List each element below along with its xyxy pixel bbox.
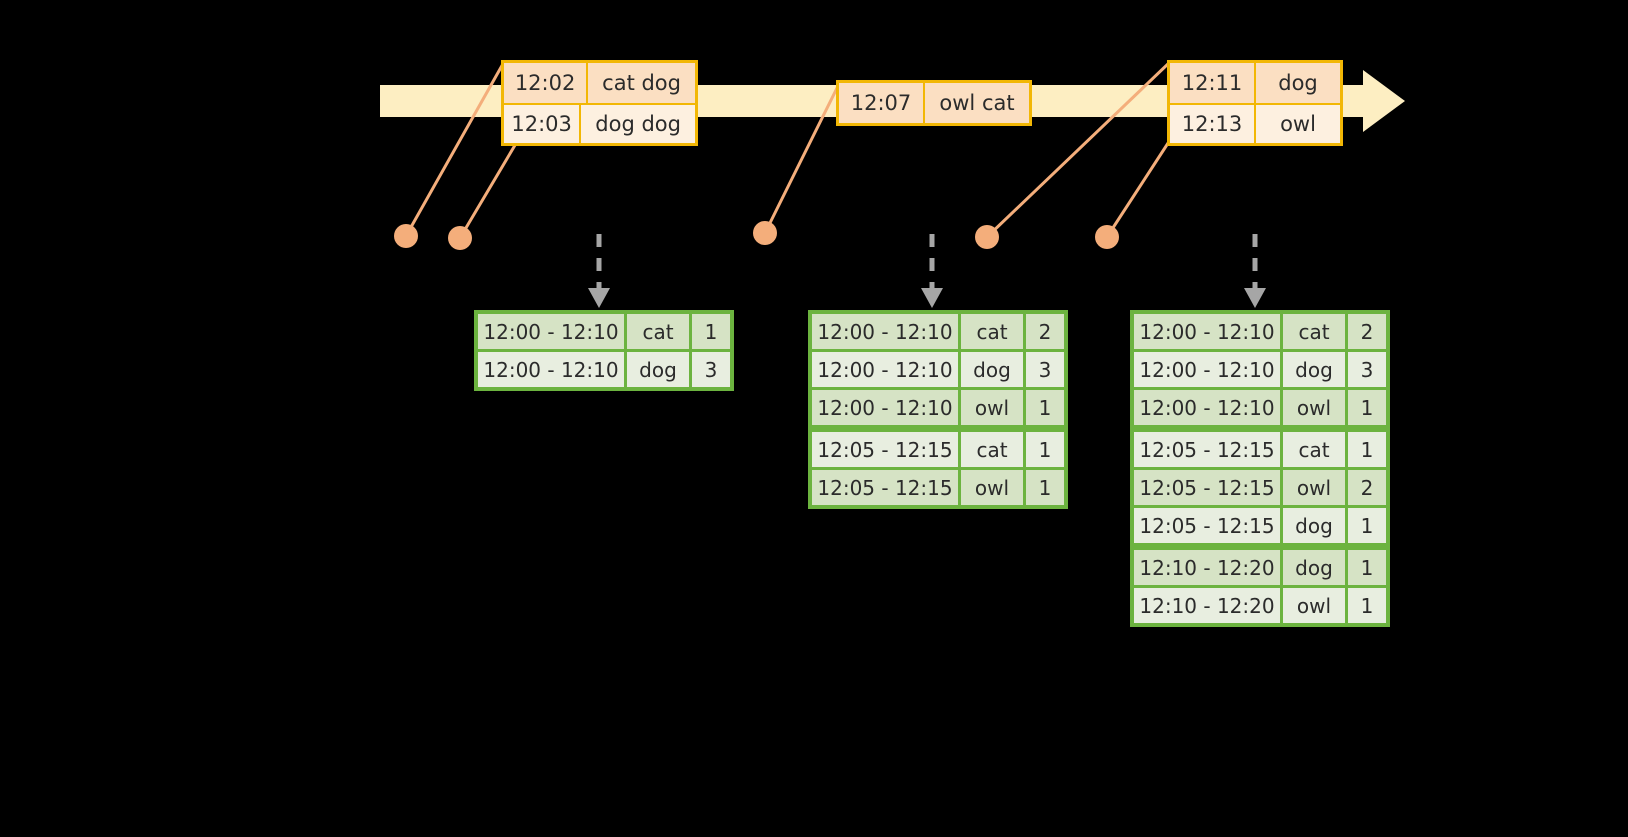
table-cell-word: cat	[1283, 314, 1345, 349]
table-cell-count: 1	[1348, 588, 1386, 623]
table-cell-count: 1	[1026, 432, 1064, 467]
dot-event-1211[interactable]	[975, 225, 999, 249]
event-time: 12:11	[1181, 71, 1243, 95]
table-cell-count: 3	[692, 352, 730, 387]
table-cell-count: 3	[1026, 352, 1064, 387]
table-cell-window: 12:00 - 12:10	[478, 352, 624, 387]
table-cell-window: 12:05 - 12:15	[1134, 470, 1280, 505]
table-cell-word: owl	[1283, 390, 1345, 425]
table-cell-count: 2	[1348, 314, 1386, 349]
event-words: owl cat	[923, 83, 1029, 123]
table-cell-word: dog	[1283, 550, 1345, 585]
table-cell-word: cat	[1283, 432, 1345, 467]
event-row: 12:11 dog	[1170, 63, 1340, 103]
table-cell-word: dog	[627, 352, 689, 387]
event-words: dog dog	[579, 105, 695, 143]
table-cell-window: 12:00 - 12:10	[812, 352, 958, 387]
event-row: 12:03 dog dog	[504, 103, 695, 143]
event-box-1211-1213[interactable]: 12:11 dog 12:13 owl	[1167, 60, 1343, 146]
down-arrow-table-3-head	[1244, 288, 1266, 308]
table-cell-count: 1	[1348, 508, 1386, 543]
table-cell-count: 1	[1348, 550, 1386, 585]
table-cell-window: 12:05 - 12:15	[812, 470, 958, 505]
table-cell-window: 12:00 - 12:10	[1134, 352, 1280, 387]
table-cell-window: 12:00 - 12:10	[812, 314, 958, 349]
table-cell-count: 1	[1026, 470, 1064, 505]
table-cell-window: 12:00 - 12:10	[812, 390, 958, 425]
table-cell-word: owl	[961, 390, 1023, 425]
dot-event-1203[interactable]	[448, 226, 472, 250]
event-words: owl	[1254, 105, 1340, 143]
table-cell-count: 2	[1348, 470, 1386, 505]
table-cell-word: cat	[961, 432, 1023, 467]
table-cell-window: 12:10 - 12:20	[1134, 588, 1280, 623]
table-cell-window: 12:05 - 12:15	[1134, 508, 1280, 543]
event-words: cat dog	[586, 63, 695, 103]
event-time: 12:07	[850, 91, 912, 115]
table-cell-word: dog	[1283, 352, 1345, 387]
table-cell-window: 12:10 - 12:20	[1134, 550, 1280, 585]
dot-event-1213[interactable]	[1095, 225, 1119, 249]
event-words: dog	[1254, 63, 1340, 103]
table-cell-word: cat	[627, 314, 689, 349]
table-cell-word: cat	[961, 314, 1023, 349]
event-box-1202-1203[interactable]: 12:02 cat dog 12:03 dog dog	[501, 60, 698, 146]
table-cell-count: 1	[1348, 390, 1386, 425]
table-cell-window: 12:05 - 12:15	[1134, 432, 1280, 467]
down-arrow-table-1-head	[588, 288, 610, 308]
table-cell-word: dog	[961, 352, 1023, 387]
table-cell-word: owl	[961, 470, 1023, 505]
table-cell-word: owl	[1283, 470, 1345, 505]
event-box-1207[interactable]: 12:07 owl cat	[836, 80, 1032, 126]
event-time: 12:03	[511, 112, 572, 136]
table-cell-count: 1	[692, 314, 730, 349]
leader-line-1213	[1105, 135, 1174, 239]
down-arrow-table-2-head	[921, 288, 943, 308]
event-row: 12:13 owl	[1170, 103, 1340, 143]
event-row: 12:07 owl cat	[839, 83, 1029, 123]
right-arrow-icon	[1363, 70, 1405, 132]
table-cell-word: dog	[1283, 508, 1345, 543]
table-cell-window: 12:00 - 12:10	[1134, 390, 1280, 425]
table-cell-window: 12:05 - 12:15	[812, 432, 958, 467]
event-row: 12:02 cat dog	[504, 63, 695, 103]
dot-event-1202[interactable]	[394, 224, 418, 248]
event-time: 12:13	[1181, 112, 1243, 136]
table-cell-window: 12:00 - 12:10	[478, 314, 624, 349]
table-cell-count: 3	[1348, 352, 1386, 387]
table-cell-count: 1	[1348, 432, 1386, 467]
dot-event-1207[interactable]	[753, 221, 777, 245]
table-cell-window: 12:00 - 12:10	[1134, 314, 1280, 349]
table-cell-count: 1	[1026, 390, 1064, 425]
table-cell-word: owl	[1283, 588, 1345, 623]
table-cell-count: 2	[1026, 314, 1064, 349]
event-time: 12:02	[514, 71, 576, 95]
leader-line-1203	[458, 133, 523, 240]
